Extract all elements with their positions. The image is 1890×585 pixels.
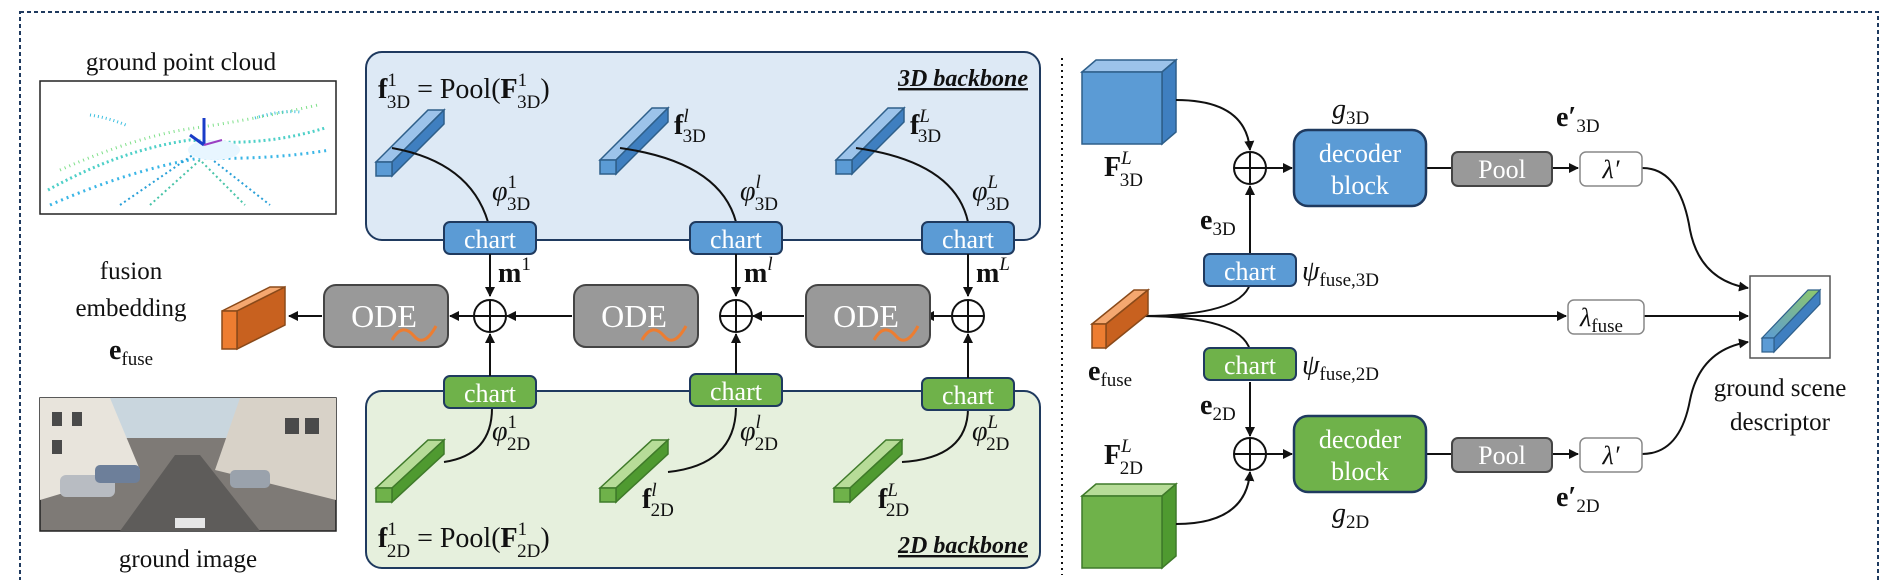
lambda-prime-3d-box: λ′ (1579, 151, 1643, 187)
fusion-symbol: efuse (109, 335, 153, 370)
lambda-fuse-box: λfuse (1567, 299, 1645, 337)
chart-2d-l-button[interactable]: chart (689, 373, 783, 407)
mask-arrows (485, 254, 973, 378)
svg-text:ODE: ODE (833, 298, 899, 334)
svg-text:decoder: decoder (1319, 139, 1402, 168)
svg-text:block: block (1331, 171, 1389, 200)
ode-block-L: ODE (805, 284, 931, 348)
connectors-3d (391, 147, 969, 223)
mask-l-label: ml (744, 254, 773, 289)
g2d-label: g2D (1332, 498, 1369, 533)
svg-text:ODE: ODE (601, 298, 667, 334)
svg-text:Pool: Pool (1478, 155, 1526, 184)
decoder-block-2d: decoder block (1292, 414, 1428, 494)
connectors-2d (443, 407, 969, 473)
svg-text:ODE: ODE (351, 298, 417, 334)
e3d-prime-label: e′3D (1556, 102, 1600, 137)
decoder-block-3d: decoder block (1292, 128, 1428, 208)
chart-3d-1-button[interactable]: chart (443, 221, 537, 255)
mask-L-label: mL (976, 254, 1010, 289)
feature-2d-l-cuboid (598, 438, 670, 504)
svg-text:Pool: Pool (1478, 441, 1526, 470)
descriptor-label-line1: ground scene (1714, 375, 1847, 402)
svg-text:chart: chart (942, 225, 995, 254)
svg-text:chart: chart (1224, 257, 1277, 286)
point-cloud-image (39, 80, 337, 215)
feature-2d-1-cuboid (374, 438, 446, 504)
feature-3d-l-cuboid (598, 106, 670, 176)
psi-fuse-2d-label: ψfuse,2D (1302, 350, 1379, 385)
pool-block-2d: Pool (1451, 437, 1553, 473)
efuse-cuboid-right (1089, 288, 1151, 350)
ground-image-label: ground image (119, 546, 257, 573)
efuse-right-label: efuse (1088, 356, 1132, 391)
g3d-label: g3D (1332, 94, 1369, 129)
fusion-embedding-cuboid (221, 285, 286, 351)
descriptor-label-line2: descriptor (1730, 409, 1831, 436)
backbone-3d-title: 3D backbone (897, 66, 1028, 92)
svg-text:chart: chart (710, 377, 763, 406)
svg-text:chart: chart (464, 379, 517, 408)
chart-fuse-2d-button[interactable]: chart (1203, 347, 1297, 381)
ode-block-l: ODE (573, 284, 699, 348)
right-connectors (1139, 99, 1749, 525)
pool-block-3d: Pool (1451, 151, 1553, 187)
chart-fuse-3d-button[interactable]: chart (1203, 253, 1297, 287)
e2d-label: e2D (1200, 390, 1236, 425)
chart-3d-l-button[interactable]: chart (689, 221, 783, 255)
svg-text:λ′: λ′ (1602, 155, 1620, 184)
e2d-prime-label: e′2D (1556, 482, 1600, 517)
svg-text:λ′: λ′ (1602, 441, 1620, 470)
sum-nodes (473, 299, 985, 333)
svg-text:decoder: decoder (1319, 425, 1402, 454)
fusion-label-line1: fusion (100, 258, 163, 285)
fusion-label-line2: embedding (75, 295, 187, 322)
svg-text:chart: chart (710, 225, 763, 254)
chart-2d-1-button[interactable]: chart (443, 375, 537, 409)
e3d-label: e3D (1200, 205, 1236, 240)
outer-frame (19, 11, 1879, 585)
chart-2d-L-button[interactable]: chart (921, 377, 1015, 411)
lambda-fuse-label: λfuse (1579, 303, 1623, 337)
descriptor-box (1749, 275, 1831, 359)
psi-fuse-3d-label: ψfuse,3D (1302, 256, 1379, 291)
chart-3d-L-button[interactable]: chart (921, 221, 1015, 255)
backbone-2d-title: 2D backbone (897, 533, 1028, 559)
cube-3d (1079, 58, 1179, 146)
svg-text:chart: chart (1224, 351, 1277, 380)
ground-image (39, 397, 337, 532)
feature-2d-L-cuboid (832, 438, 904, 504)
feature-3d-L-cuboid (834, 106, 906, 176)
svg-text:chart: chart (464, 225, 517, 254)
lambda-prime-2d-box: λ′ (1579, 437, 1643, 473)
ode-block-1: ODE (323, 284, 449, 348)
svg-text:chart: chart (942, 381, 995, 410)
mask-1-label: m1 (498, 254, 531, 289)
cube-2d (1079, 482, 1179, 570)
ground-point-cloud-label: ground point cloud (86, 49, 277, 76)
svg-text:block: block (1331, 457, 1389, 486)
